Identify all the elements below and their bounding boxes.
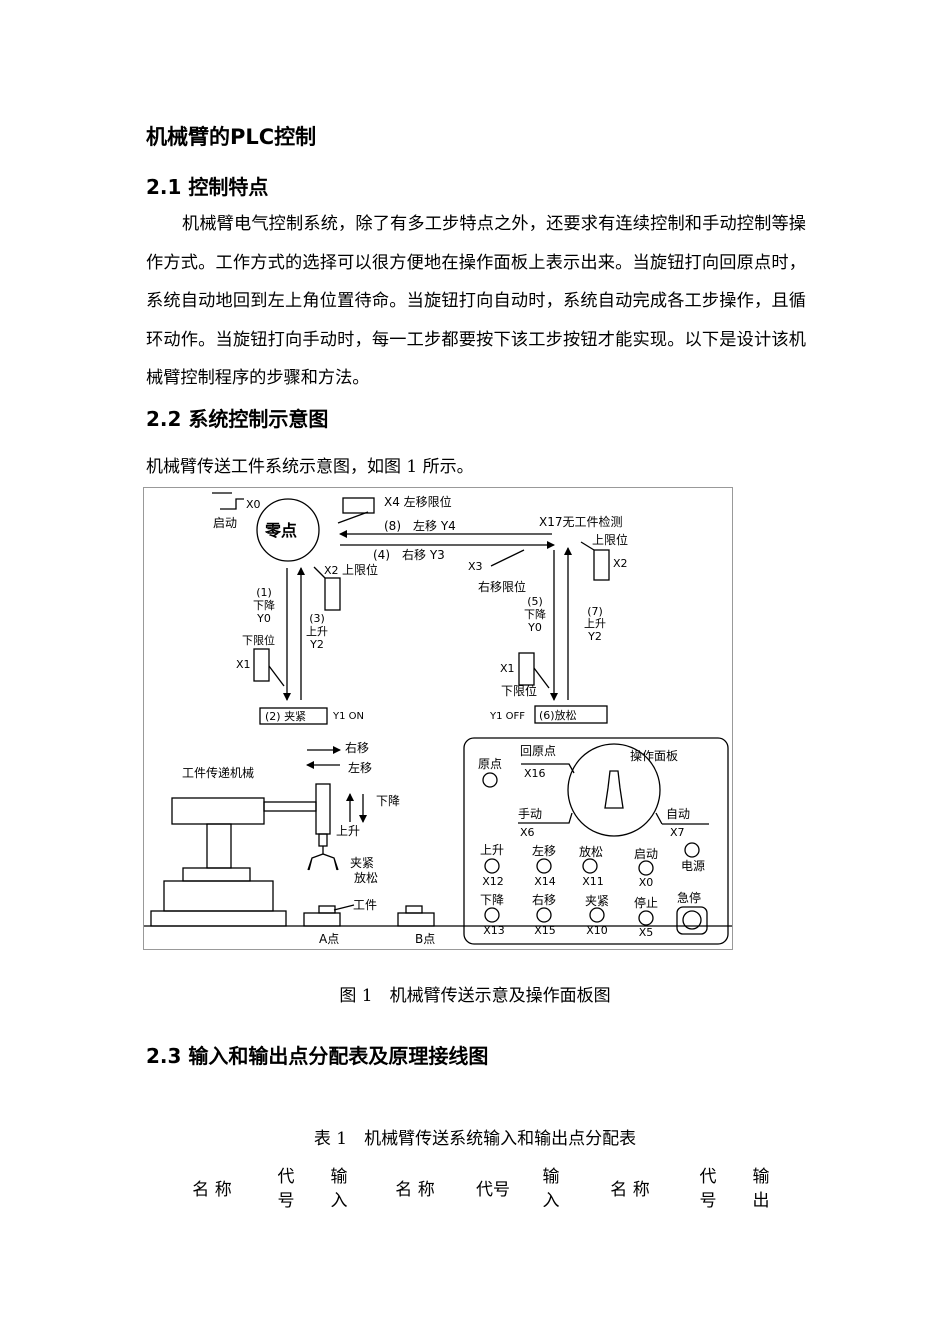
btn-label-left: 左移 bbox=[532, 843, 556, 858]
control-panel bbox=[463, 737, 729, 945]
figure-caption: 图 1 机械臂传送示意及操作面板图 bbox=[339, 986, 611, 1006]
label-step8: (8) 左移 Y4 bbox=[384, 518, 456, 533]
label-s1-y: Y0 bbox=[256, 612, 271, 625]
btn-code-x5: X5 bbox=[639, 926, 654, 939]
btn-label-stop: 停止 bbox=[634, 895, 658, 910]
th-output-3: 输出 bbox=[752, 1167, 770, 1211]
btn-code-x14: X14 bbox=[534, 875, 556, 888]
label-power: 电源 bbox=[681, 859, 705, 873]
label-start: 启动 bbox=[213, 516, 237, 530]
th-input-1: 输入 bbox=[330, 1167, 348, 1211]
label-x6: X6 bbox=[520, 826, 535, 839]
label-release: 放松 bbox=[354, 870, 378, 885]
label-right-move: 右移 bbox=[345, 740, 369, 755]
label-s7-y: Y2 bbox=[587, 630, 602, 643]
label-x2-left: X2 bbox=[324, 564, 339, 577]
btn-label-start: 启动 bbox=[634, 847, 658, 861]
label-x3: X3 bbox=[468, 560, 483, 573]
label-x1-right: X1 bbox=[500, 662, 515, 675]
btn-label-lower: 下降 bbox=[480, 893, 504, 907]
th-name-3: 名 称 bbox=[610, 1180, 650, 1200]
btn-code-x0: X0 bbox=[639, 876, 654, 889]
label-s3-act: 上升 bbox=[306, 625, 328, 638]
label-x1-left: X1 bbox=[236, 658, 251, 671]
figure-intro: 机械臂传送工件系统示意图，如图 1 所示。 bbox=[146, 457, 474, 477]
th-input-2: 输入 bbox=[542, 1167, 560, 1211]
btn-label-raise: 上升 bbox=[480, 843, 504, 857]
label-s7-num: (7) bbox=[587, 605, 603, 618]
label-machine: 工件传递机械 bbox=[182, 765, 254, 780]
th-name-2: 名 称 bbox=[395, 1180, 435, 1200]
label-point-b: B点 bbox=[415, 932, 435, 946]
label-point-a: A点 bbox=[319, 932, 339, 946]
label-y1-on: Y1 ON bbox=[332, 711, 364, 722]
section-2-1-body: 机械臂电气控制系统，除了有多工步特点之外，还要求有连续控制和手动控制等操作方式。… bbox=[146, 214, 806, 388]
th-code-1: 代号 bbox=[277, 1167, 295, 1211]
label-step4: (4) 右移 Y3 bbox=[373, 547, 445, 562]
label-s1-act: 下降 bbox=[253, 598, 275, 612]
label-s7-act: 上升 bbox=[584, 617, 606, 630]
btn-code-x15: X15 bbox=[534, 924, 556, 937]
label-up-limit-left: 上限位 bbox=[342, 562, 378, 577]
label-workpiece: 工件 bbox=[353, 898, 377, 912]
label-up: 上升 bbox=[336, 824, 360, 838]
release-box bbox=[534, 705, 608, 724]
label-s5-num: (5) bbox=[527, 595, 543, 608]
label-x2-right: X2 bbox=[613, 557, 628, 570]
label-origin: 零点 bbox=[264, 521, 297, 540]
figure-1: 启动 X0 零点 X4 左移限位 (8) 左移 Y4 (4) 右移 Y3 X17… bbox=[143, 487, 733, 950]
label-left-move: 左移 bbox=[348, 760, 372, 775]
label-x0: X0 bbox=[246, 498, 261, 511]
label-x7: X7 bbox=[670, 826, 685, 839]
btn-label-release: 放松 bbox=[579, 844, 603, 859]
label-s1-num: (1) bbox=[256, 586, 272, 599]
robot-arm-diagram: 启动 X0 零点 X4 左移限位 (8) 左移 Y4 (4) 右移 Y3 X17… bbox=[144, 492, 732, 946]
label-manual: 手动 bbox=[518, 807, 542, 821]
label-clamp: 夹紧 bbox=[350, 856, 374, 870]
btn-code-x11: X11 bbox=[582, 875, 604, 888]
label-clamp-box: (2) 夹紧 bbox=[265, 710, 306, 723]
table-caption: 表 1 机械臂传送系统输入和输出点分配表 bbox=[313, 1129, 637, 1149]
label-release-box: (6)放松 bbox=[539, 708, 577, 722]
label-x16: X16 bbox=[524, 767, 546, 780]
th-code-2: 代号 bbox=[476, 1180, 510, 1200]
label-y1-off: Y1 OFF bbox=[489, 711, 525, 722]
section-heading-2-3: 2.3 输入和输出点分配表及原理接线图 bbox=[146, 1044, 489, 1068]
btn-code-x10: X10 bbox=[586, 924, 608, 937]
estop-button bbox=[682, 910, 702, 930]
label-return-origin: 回原点 bbox=[520, 744, 556, 758]
label-s5-y: Y0 bbox=[527, 621, 542, 634]
label-right-limit: 右移限位 bbox=[478, 579, 526, 594]
origin-circle bbox=[256, 498, 320, 562]
label-estop: 急停 bbox=[677, 890, 701, 905]
mode-selector-knob bbox=[567, 743, 661, 837]
btn-label-clamp: 夹紧 bbox=[585, 894, 609, 908]
label-auto: 自动 bbox=[666, 807, 690, 821]
section-heading-2-1: 2.1 控制特点 bbox=[146, 175, 269, 199]
label-down-limit-left: 下限位 bbox=[242, 633, 275, 647]
label-x17: X17无工件检测 bbox=[539, 514, 623, 529]
section-heading-2-2: 2.2 系统控制示意图 bbox=[146, 407, 329, 431]
btn-code-x12: X12 bbox=[482, 875, 504, 888]
label-s3-num: (3) bbox=[309, 612, 325, 625]
th-code-3: 代号 bbox=[699, 1167, 717, 1211]
btn-code-x13: X13 bbox=[483, 924, 505, 937]
label-up-limit-right: 上限位 bbox=[592, 532, 628, 547]
label-down: 下降 bbox=[376, 794, 400, 808]
label-panel-title: 操作面板 bbox=[630, 748, 678, 763]
page-title: 机械臂的PLC控制 bbox=[146, 125, 317, 149]
label-s5-act: 下降 bbox=[524, 607, 546, 621]
th-name-1: 名 称 bbox=[192, 1180, 232, 1200]
label-x4: X4 左移限位 bbox=[384, 494, 452, 509]
btn-label-right: 右移 bbox=[532, 892, 556, 907]
label-origin-lamp: 原点 bbox=[478, 757, 502, 771]
clamp-box bbox=[259, 707, 328, 725]
label-down-limit-right: 下限位 bbox=[501, 683, 537, 698]
start-switch-icon bbox=[212, 492, 244, 510]
label-s3-y: Y2 bbox=[309, 638, 324, 651]
